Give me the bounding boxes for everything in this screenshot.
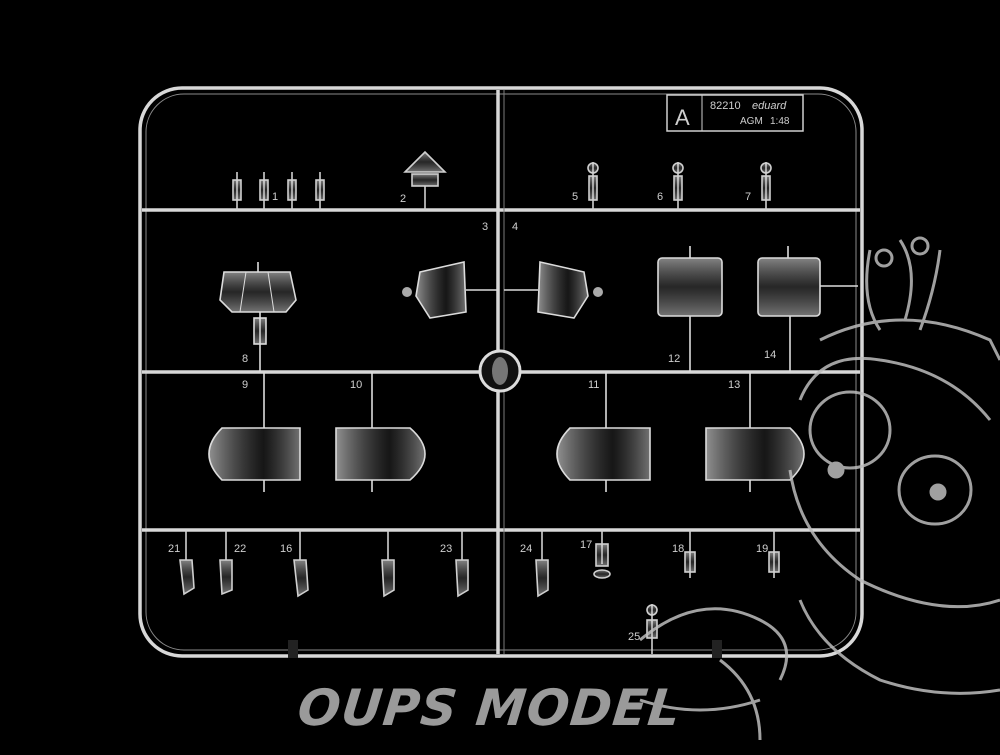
light-cover-part [556, 372, 651, 492]
part-number: 19 [756, 543, 768, 555]
watermark-text: OUPS MODEL [294, 679, 685, 737]
small-post-part [287, 172, 297, 210]
small-post-part [315, 172, 325, 210]
lower-middle-row-parts [208, 372, 805, 492]
sprue-tag: A 82210 eduard AGM 1:48 [666, 94, 804, 132]
gunsight-part [403, 150, 447, 210]
bottom-row-parts [179, 530, 780, 654]
lens-part [381, 530, 395, 598]
part-number: 2 [400, 193, 406, 205]
lens-part [593, 530, 611, 579]
part-number: 23 [440, 543, 452, 555]
lens-part [219, 530, 233, 596]
sprue-base-mark [288, 640, 298, 658]
lens-part [684, 530, 696, 578]
mascot-face-icon [639, 236, 1000, 741]
part-number: 13 [728, 379, 740, 391]
part-number: 1 [272, 191, 278, 203]
part-number: 11 [588, 379, 599, 391]
sprue-tag-letter: A [675, 105, 690, 130]
part-number: 9 [242, 379, 248, 391]
small-fitting-part [587, 162, 599, 210]
part-number: 8 [242, 353, 248, 365]
canopy-side-right-part [504, 261, 603, 319]
sprue-tag-material: AGM [740, 116, 763, 127]
lens-part [455, 530, 469, 598]
part-number: 3 [482, 221, 488, 233]
clear-panel-part [657, 246, 723, 372]
part-number: 17 [580, 539, 592, 551]
sprue-base-mark [712, 640, 722, 658]
part-number: 6 [657, 191, 663, 203]
canopy-side-left-part [402, 261, 498, 319]
sprue-tag-kit-number: 82210 [710, 100, 741, 112]
part-number: 4 [512, 221, 518, 233]
small-post-part [232, 172, 242, 210]
sprue-tag-scale: 1:48 [770, 116, 790, 127]
top-row-parts [232, 150, 772, 210]
part-number: 12 [668, 353, 680, 365]
lens-part [293, 530, 309, 598]
small-fitting-part [760, 162, 772, 210]
light-cover-part [335, 372, 426, 492]
light-cover-part [208, 372, 301, 492]
sprue-hub [478, 349, 522, 393]
small-post-part [259, 172, 269, 210]
part-number: 16 [280, 543, 292, 555]
windscreen-part [219, 262, 297, 372]
small-fitting-part [672, 162, 684, 210]
lens-part [179, 530, 195, 596]
part-number: 24 [520, 543, 532, 555]
lens-part [535, 530, 549, 598]
clear-panel-part [757, 246, 858, 372]
part-number: 25 [628, 631, 640, 643]
light-cover-part [705, 372, 805, 492]
part-number-labels: 1 2 3 4 5 6 7 8 9 10 11 12 13 14 16 17 1… [168, 191, 776, 643]
middle-row-parts [219, 246, 858, 372]
part-number: 21 [168, 543, 180, 555]
part-number: 18 [672, 543, 684, 555]
part-number: 7 [745, 191, 751, 203]
sprue-tag-brand: eduard [752, 100, 787, 112]
part-number: 22 [234, 543, 246, 555]
lens-part [768, 530, 780, 578]
part-number: 14 [764, 349, 776, 361]
part-number: 10 [350, 379, 362, 391]
part-number: 5 [572, 191, 578, 203]
